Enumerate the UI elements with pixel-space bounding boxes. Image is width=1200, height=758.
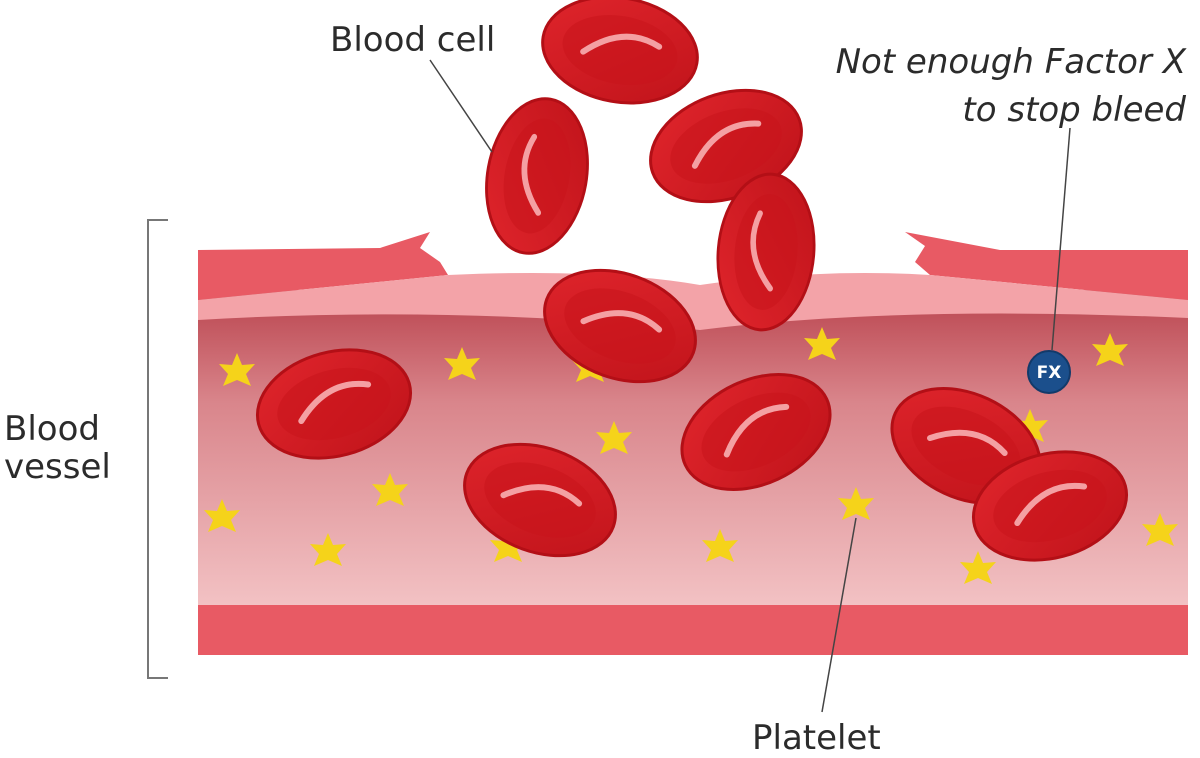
vessel-bottom-wall (198, 605, 1188, 655)
blood-cell (475, 91, 599, 262)
factor-x-label-line1: Not enough Factor X (835, 42, 1186, 82)
blood-vessel-label: Blood vessel (4, 410, 111, 486)
fx-marker-text: FX (1037, 363, 1062, 383)
vessel-top-wall-left (198, 232, 448, 300)
blood-cell-leader (429, 59, 493, 153)
vessel-bracket (147, 219, 168, 679)
blood-cell (534, 0, 706, 115)
blood-cell-label: Blood cell (330, 20, 496, 60)
blood-vessel-label-line2: vessel (4, 447, 111, 487)
vessel-top-wall-right (905, 232, 1188, 300)
vessel-inner-lip (198, 272, 1188, 330)
platelet-label: Platelet (752, 718, 881, 758)
blood-vessel-label-line1: Blood (4, 409, 100, 449)
factor-x-marker: FX (1027, 350, 1071, 394)
factor-x-label-line2: to stop bleed (962, 90, 1186, 130)
factor-x-label: Not enough Factor X to stop bleed (836, 38, 1186, 134)
factor-x-leader (1051, 127, 1071, 351)
platelet-leader (821, 517, 857, 713)
